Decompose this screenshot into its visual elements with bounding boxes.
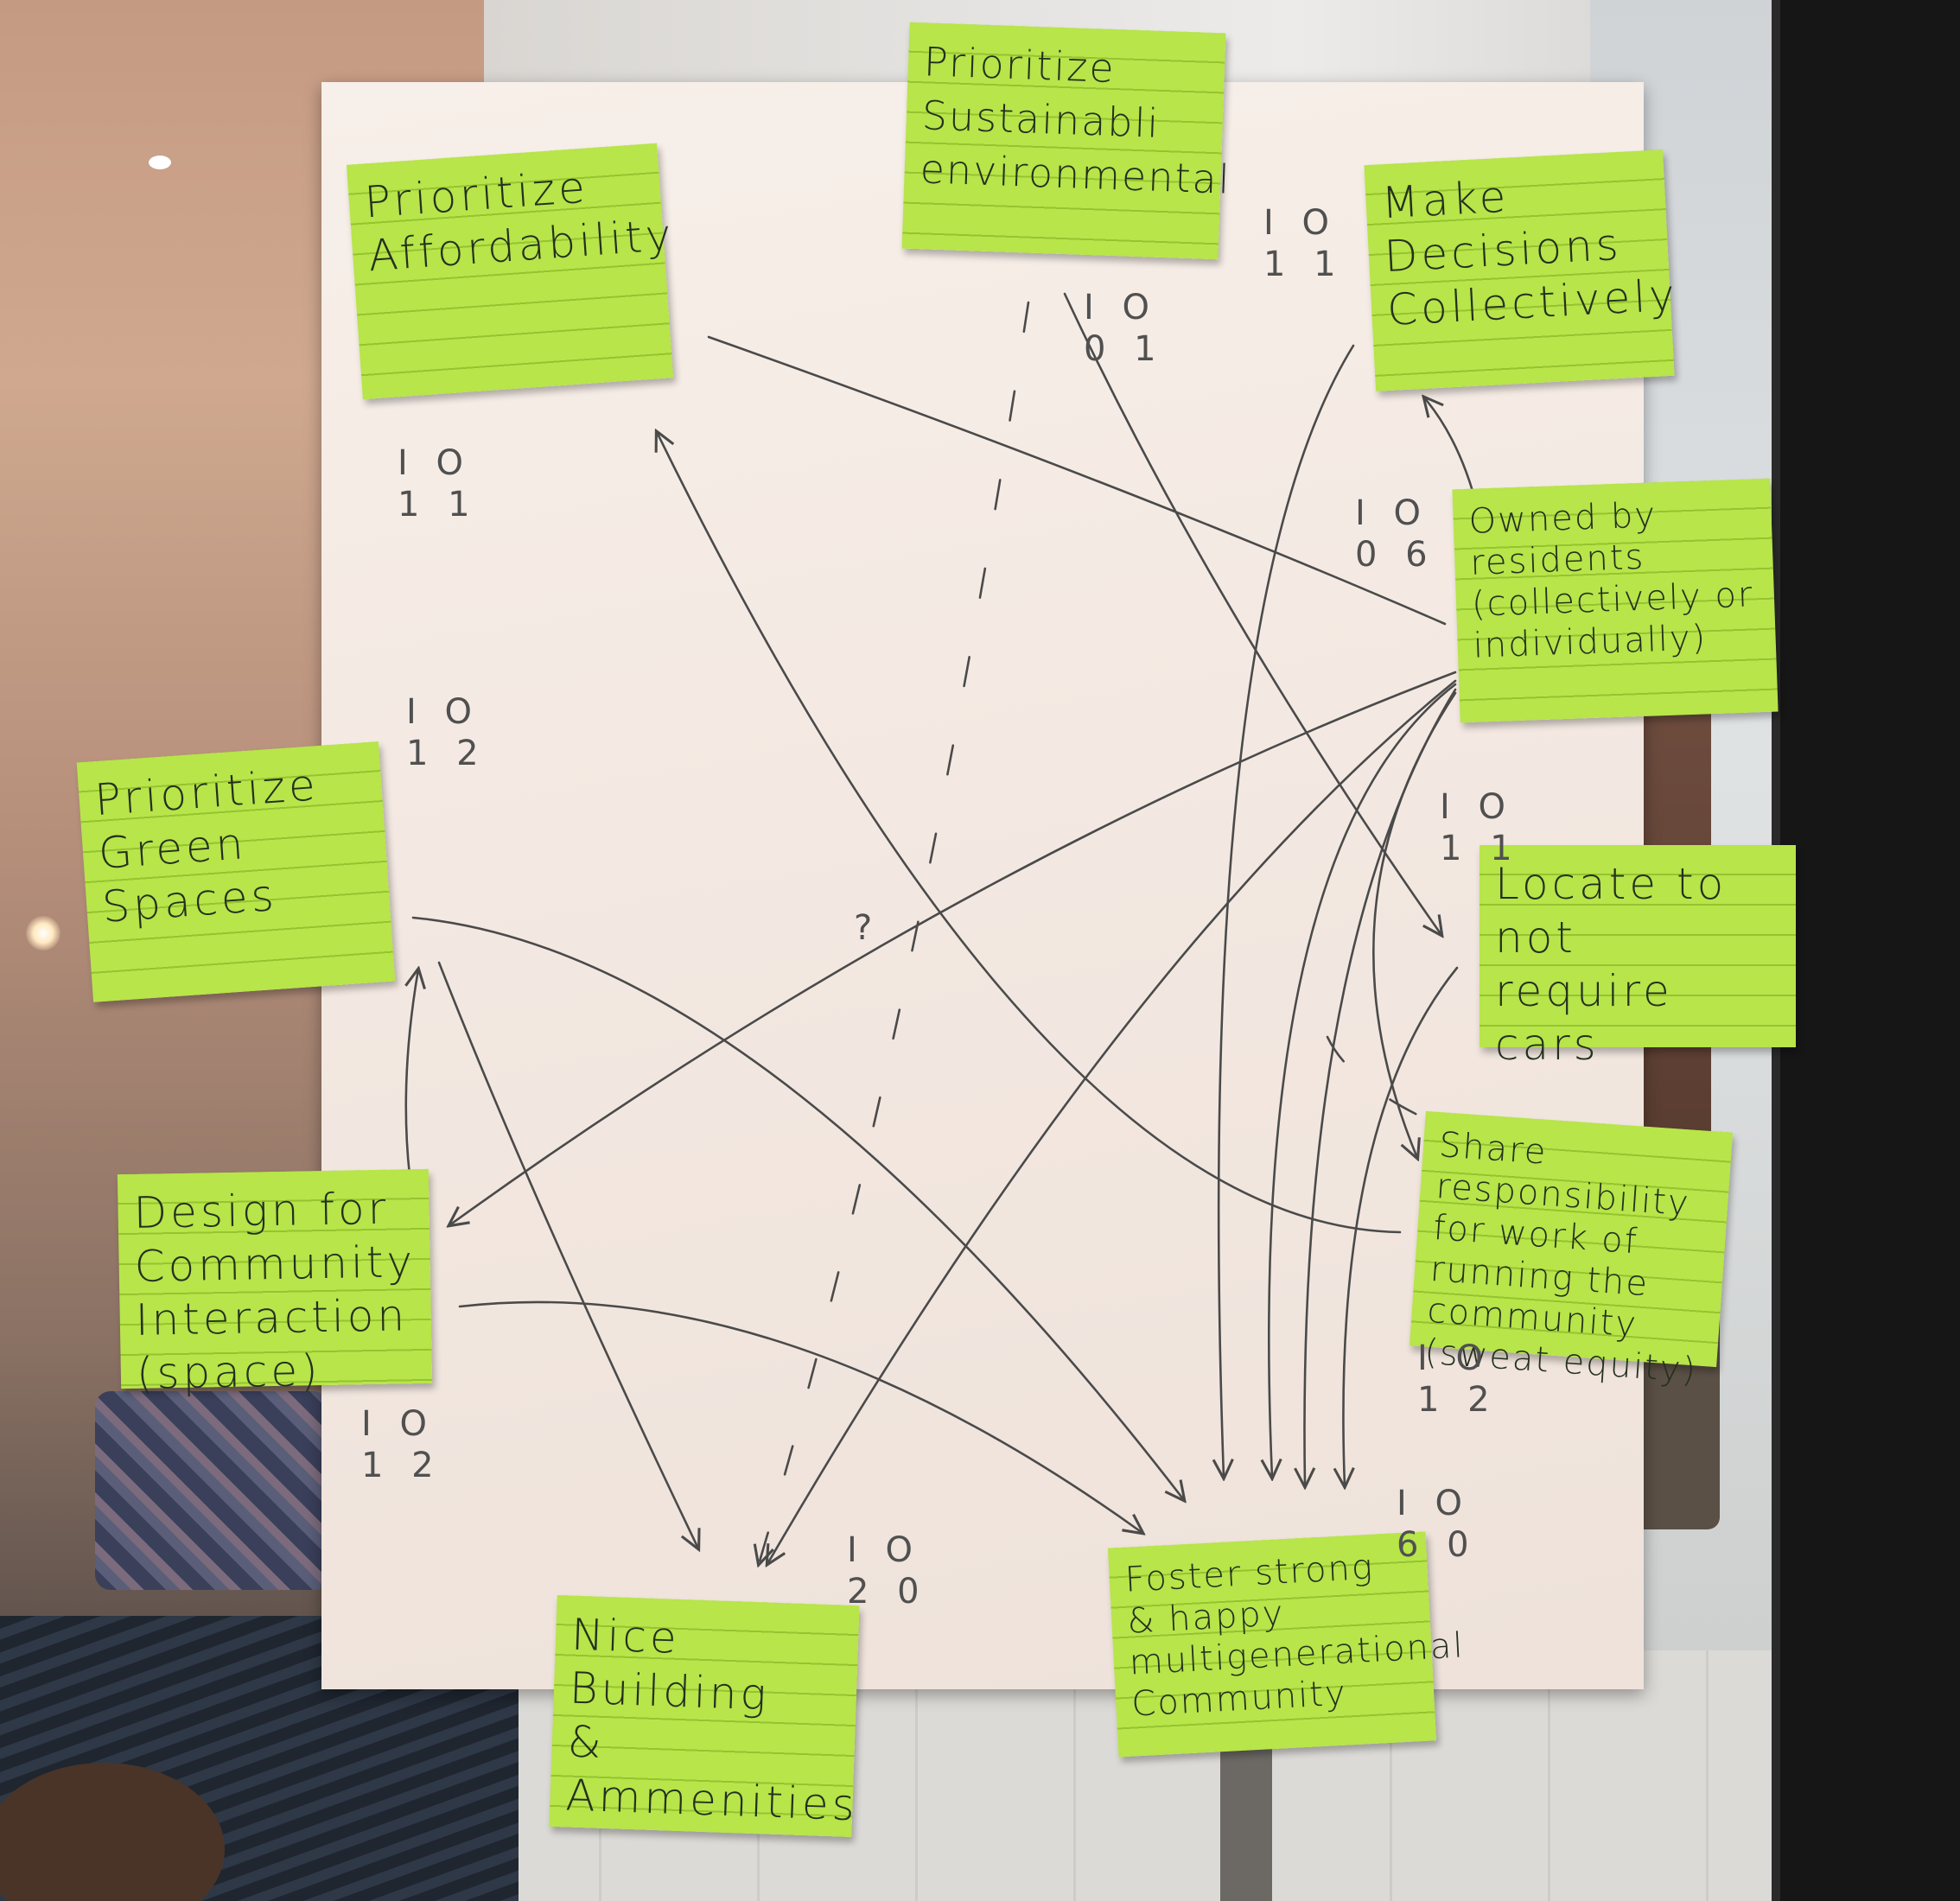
tally-share: I O 1 2 <box>1417 1338 1499 1420</box>
sticky-note-foster: Foster strong & happy multigenerational … <box>1107 1531 1466 1758</box>
tally-design: I O 1 2 <box>361 1404 442 1485</box>
tally-owned: I O 0 6 <box>1355 493 1436 575</box>
sticky-note-text: Design for Community Interaction (space) <box>133 1183 417 1399</box>
sticky-note-nice: Nice Building & Ammenities <box>549 1594 860 1838</box>
patterned-armchair <box>95 1391 328 1590</box>
sticky-note-decisions: Make Decisions Collectively <box>1364 149 1680 391</box>
tally-decisions: I O 1 1 <box>1263 203 1345 284</box>
door-frame <box>1780 0 1960 1901</box>
arrow-owned-to-design <box>449 671 1457 1225</box>
sticky-note-green: Prioritize Green Spaces <box>76 741 396 1002</box>
arrow-share-dashed <box>1326 1035 1419 1116</box>
sticky-note-affordability: Prioritize Affordability <box>346 143 677 400</box>
arrow-share-to-affordability <box>657 432 1402 1234</box>
lamp-glow <box>26 916 60 950</box>
sticky-note-share: Share responsibility for work of running… <box>1409 1110 1734 1390</box>
arrow-owned-to-share <box>1372 691 1457 1158</box>
arrow-design-to-foster <box>458 1300 1142 1533</box>
sticky-note-text: Foster strong & happy multigenerational … <box>1123 1547 1466 1725</box>
arrow-green-to-foster <box>411 916 1184 1500</box>
tally-locate: I O 1 1 <box>1440 787 1521 868</box>
sticky-note-text: Nice Building & Ammenities <box>564 1609 859 1831</box>
arrow-sustainability-dashed <box>759 301 1030 1564</box>
ceiling-light <box>149 156 171 169</box>
arrow-green-to-nice <box>437 961 698 1548</box>
arrow-decisions-to-foster <box>1219 344 1355 1478</box>
tally-affordability: I O 1 1 <box>398 443 479 525</box>
tile-floor <box>285 1650 1823 1901</box>
tally-green: I O 1 2 <box>406 692 487 773</box>
sticky-note-text: Owned by residents (collectively or indi… <box>1467 495 1755 666</box>
tally-nice: I O 2 0 <box>847 1530 928 1612</box>
arrow-sustainability-to-locate <box>1063 292 1441 935</box>
sticky-note-sustainability: Prioritize Sustainabli environmental <box>901 22 1232 260</box>
arrow-design-to-green <box>406 970 418 1177</box>
sticky-note-text: Prioritize Green Spaces <box>92 760 321 932</box>
arrow-affordability-to-owned <box>707 335 1447 626</box>
sticky-note-text: Prioritize Affordability <box>363 162 677 282</box>
sticky-note-text: Locate to not require cars <box>1495 859 1728 1070</box>
sticky-note-owned: Owned by residents (collectively or indi… <box>1452 478 1779 723</box>
tally-sustainability: I O 0 1 <box>1084 288 1165 369</box>
sticky-note-text: Make Decisions Collectively <box>1380 171 1680 336</box>
arrow-owned-to-nice <box>767 679 1457 1564</box>
sticky-note-design: Design for Community Interaction (space) <box>117 1168 433 1399</box>
sticky-note-text: Prioritize Sustainabli environmental <box>919 38 1232 203</box>
sticky-note-locate: Locate to not require cars <box>1480 845 1796 1070</box>
arrow-owned-to-foster-1 <box>1269 683 1457 1478</box>
question-mark: ? <box>854 908 881 948</box>
tally-foster: I O 6 0 <box>1397 1484 1478 1565</box>
arrow-locate-to-foster <box>1343 966 1459 1486</box>
